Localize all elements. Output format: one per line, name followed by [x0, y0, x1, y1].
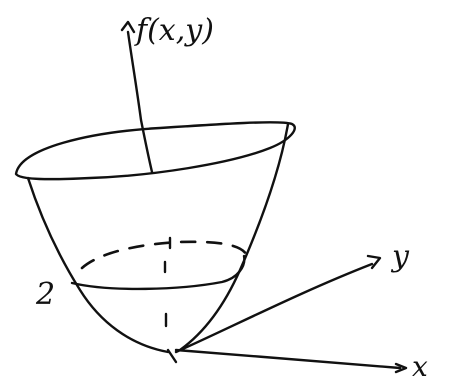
level-value-label: 2 [35, 277, 55, 312]
level-curve-back [80, 240, 248, 270]
x-axis-line [174, 348, 402, 370]
x-axis-label: x [412, 350, 428, 379]
z-axis-line [126, 30, 154, 174]
bowl-left-side [26, 176, 170, 354]
y-axis-line [174, 262, 374, 354]
top-rim-ellipse [14, 121, 296, 181]
origin-mark [166, 348, 178, 364]
y-axis-label: y [390, 239, 410, 274]
z-axis-label: f(x,y) [134, 13, 214, 48]
x-axis-arrowhead [394, 362, 408, 374]
y-axis-arrowhead [366, 254, 382, 270]
level-curve-front [70, 254, 246, 291]
z-axis-arrowhead [120, 20, 136, 34]
